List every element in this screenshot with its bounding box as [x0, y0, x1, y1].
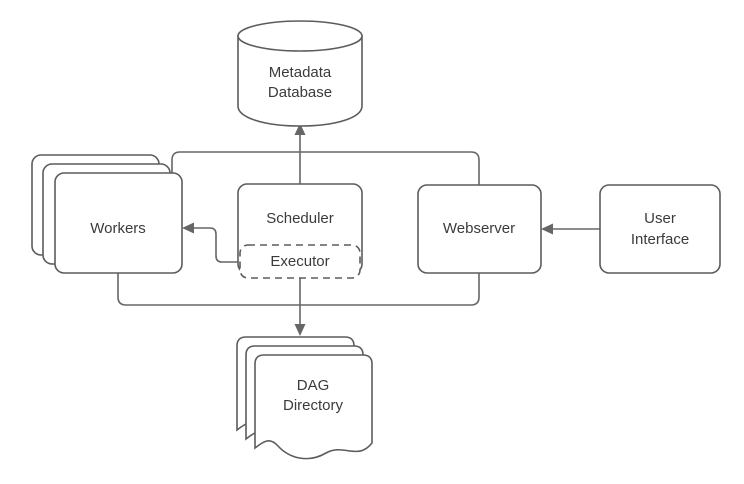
cylinder-top-ellipse — [237, 20, 363, 52]
metadata-database-label-line2: Database — [268, 84, 332, 101]
webserver-box — [417, 184, 542, 274]
metadata-database-label-line1: Metadata — [269, 64, 332, 81]
user-interface-box — [599, 184, 721, 274]
arrowhead-to-workers — [182, 222, 194, 234]
node-metadata-database[interactable]: Metadata Database — [237, 20, 363, 127]
node-workers[interactable]: Workers — [31, 154, 183, 274]
executor-label: Executor — [270, 253, 329, 270]
workers-stack-front — [54, 172, 183, 274]
node-dag-directory[interactable]: DAG Directory — [236, 336, 373, 460]
user-interface-label-line2: Interface — [631, 231, 689, 248]
scheduler-label: Scheduler — [266, 210, 334, 227]
webserver-label: Webserver — [443, 220, 515, 237]
connector-executor-to-workers — [192, 227, 240, 263]
connector-bottom-bus — [117, 268, 480, 306]
dag-directory-label-line2: Directory — [283, 397, 344, 414]
dag-directory-label-line1: DAG — [297, 377, 330, 394]
node-user-interface[interactable]: User Interface — [599, 184, 721, 274]
dag-directory-stack-front — [254, 354, 373, 460]
user-interface-label-line1: User — [644, 210, 676, 227]
node-executor[interactable]: Executor — [239, 244, 361, 279]
node-webserver[interactable]: Webserver — [417, 184, 542, 274]
arrowhead-to-dag-directory — [294, 324, 306, 336]
arrowhead-to-webserver — [541, 223, 553, 235]
cylinder-body — [237, 35, 363, 127]
workers-label: Workers — [90, 220, 146, 237]
connector-top-bus — [171, 151, 480, 190]
executor-box — [239, 244, 361, 279]
arrowhead-to-database — [294, 123, 306, 135]
